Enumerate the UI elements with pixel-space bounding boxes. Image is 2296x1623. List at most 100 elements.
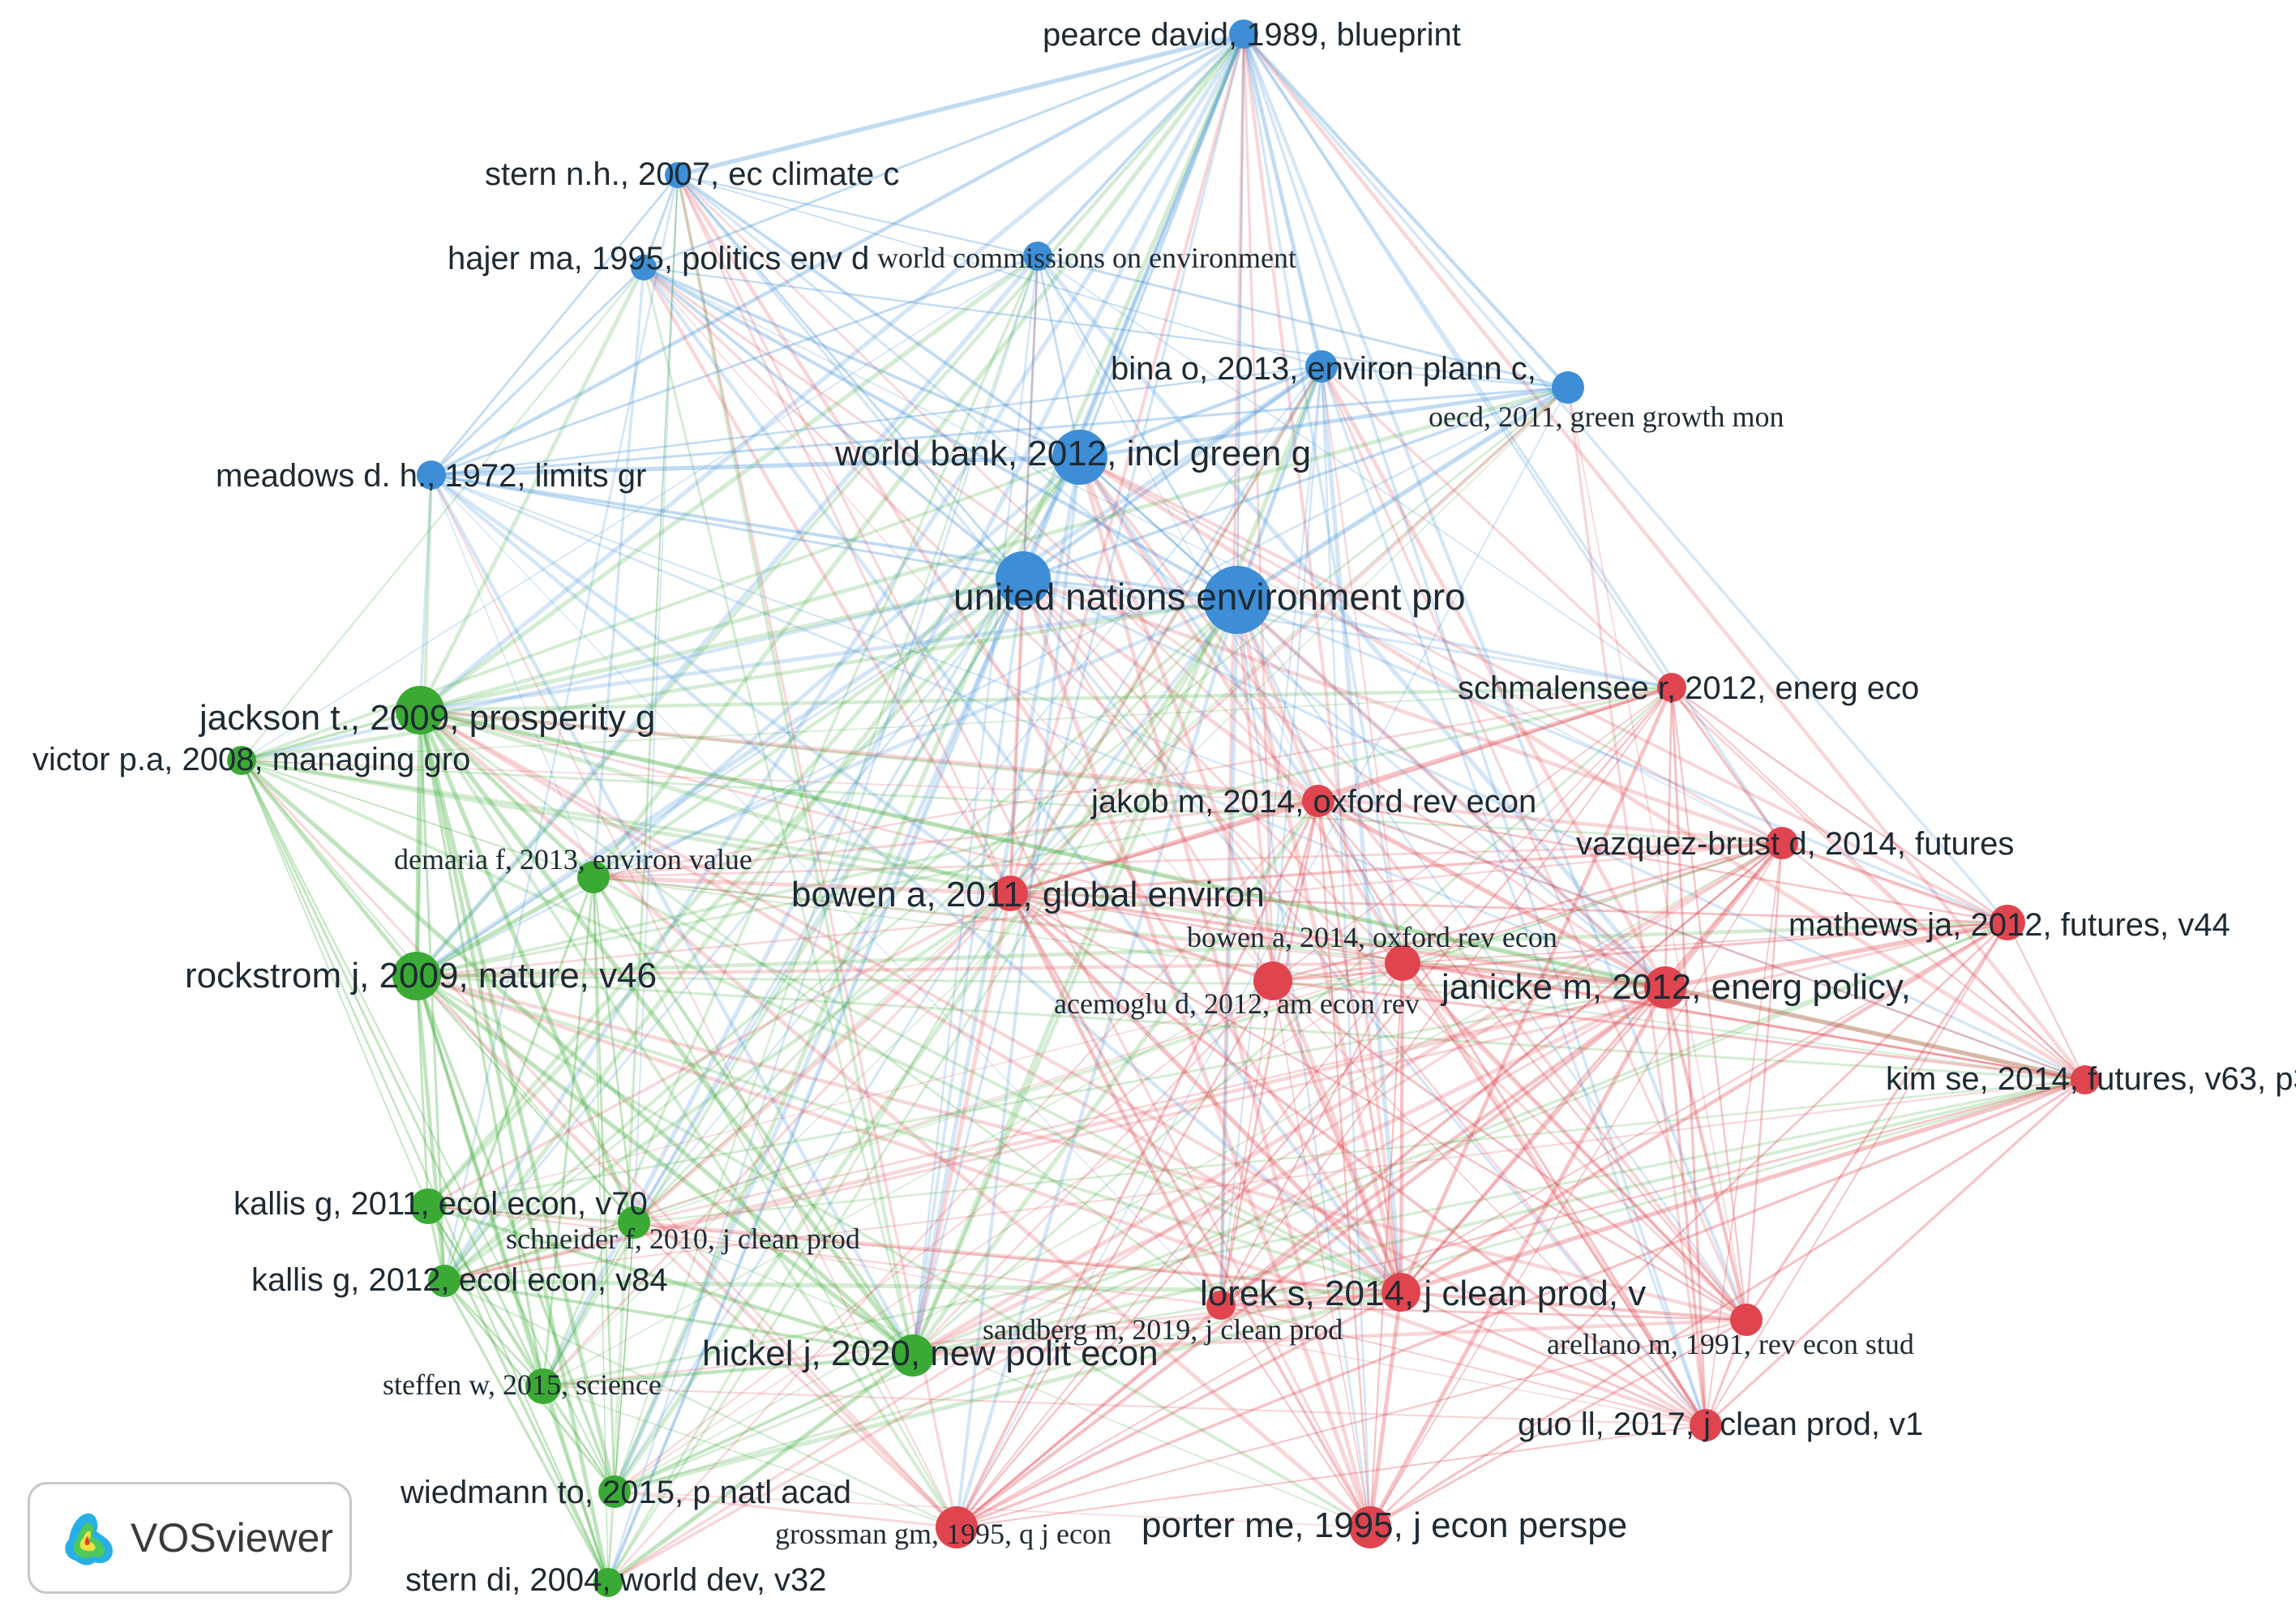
edge-worldbank-kim [1077,455,2088,1082]
node-unep_a[interactable] [996,551,1051,606]
edge-janicke-sandberg [1219,985,1668,1308]
edge-worldbank-guo [1077,455,1708,1428]
edge-unep_a-acemoglu [1022,577,1274,983]
node-rockstrom[interactable] [392,952,441,1000]
edge-victor-schmalensee [241,687,1673,761]
node-kallis12[interactable] [428,1265,460,1297]
node-schmalensee[interactable] [1657,673,1686,702]
node-label-meadows: meadows d. h., 1972, limits gr [216,458,646,494]
edge-bina-worldbank [1077,364,1324,460]
edge-hajer-arellano [642,266,1748,1321]
node-victor[interactable] [227,746,256,775]
node-janicke[interactable] [1644,966,1686,1008]
edge-mathews-grossman [956,922,2008,1528]
node-label-guo: guo ll, 2017, j clean prod, v1 [1518,1407,1923,1442]
node-meadows[interactable] [417,460,446,490]
node-porter[interactable] [1349,1506,1391,1548]
edge-meadows-unep_a [430,473,1025,580]
edge-pearce-vazquez [1242,32,1784,845]
node-guo[interactable] [1690,1409,1722,1441]
edge-unep-bowen14 [1236,598,1404,965]
edge-janicke-guo [1664,986,1707,1427]
edge-unep-acemoglu [1235,597,1275,983]
edge-hickel-stern_di [606,1353,915,1585]
edge-bowen14-grossman [956,962,1403,1528]
node-mathews[interactable] [1990,905,2025,940]
node-steffen[interactable] [525,1368,561,1404]
edge-wiedmann-porter [614,1491,1371,1528]
node-pearce[interactable] [1229,19,1258,49]
node-stern_di[interactable] [593,1568,623,1597]
node-acemoglu[interactable] [1253,961,1292,1000]
node-label-pearce: pearce david, 1989, blueprint [1043,17,1461,53]
node-kim[interactable] [2071,1065,2100,1094]
node-label-janicke: janicke m, 2012, energ policy, [1440,967,1911,1007]
edge-bowen14-lorek [1399,961,1405,1295]
edge-unep_a-jakob [1021,576,1321,803]
edge-acemoglu-lorek [1270,979,1403,1295]
edge-hajer-hickel [642,266,915,1357]
edge-wced-stern_di [606,255,1039,1584]
edge-bowen14-arellano [1401,961,1748,1321]
edge-hajer-unep [641,265,1240,602]
edge-bowen14-acemoglu [1271,961,1404,983]
edge-bina-bowen14 [1320,365,1404,965]
edge-hickel-schmalensee [911,686,1673,1357]
edge-vazquez-janicke [1663,841,1784,990]
edge-hickel-steffen [541,1353,915,1389]
edge-wced-meadows [430,255,1039,477]
edge-victor-stern_di [240,759,610,1584]
node-sandberg[interactable] [1206,1291,1236,1320]
edge-bina-janicke [1319,364,1668,990]
node-vazquez[interactable] [1766,827,1798,859]
edge-vazquez-porter [1369,842,1783,1528]
edge-pearce-demaria [591,32,1246,880]
edge-hickel-lorek [910,1290,1403,1358]
edge-unep-sandberg [1219,597,1240,1308]
node-stern_nh[interactable] [665,162,691,188]
edge-unep-arellano [1236,598,1748,1321]
edge-stern_nh-schneider [633,174,679,1223]
edge-unep_a-schmalensee [1022,577,1673,689]
edge-jakob-acemoglu [1271,799,1320,983]
edge-hajer-lorek [641,265,1403,1295]
edge-pearce-lorek [1241,32,1403,1295]
node-grossman[interactable] [936,1506,978,1548]
node-oecd[interactable] [1552,371,1584,404]
node-wced[interactable] [1023,242,1052,271]
edge-wiedmann-acemoglu [613,979,1274,1493]
edge-vazquez-sandberg [1219,841,1784,1307]
edge-unep_a-bowen11 [1008,576,1026,896]
node-schneider[interactable] [618,1206,650,1239]
edge-hajer-jackson [418,265,646,713]
edge-demaria-jakob [592,799,1320,879]
node-unep[interactable] [1203,566,1271,634]
node-bowen14[interactable] [1385,945,1420,981]
node-hickel[interactable] [892,1334,934,1377]
edge-jackson-lorek [418,708,1403,1295]
edge-bowen14-sandberg [1219,961,1404,1307]
node-bowen11[interactable] [992,876,1028,911]
edge-unep-lorek [1235,597,1403,1295]
edge-meadows-kim [430,473,2087,1081]
edge-schmalensee-janicke [1664,686,1673,989]
node-wiedmann[interactable] [598,1475,631,1508]
edge-rockstrom-steffen [414,974,546,1389]
node-demaria[interactable] [577,861,610,893]
node-jackson[interactable] [396,686,444,734]
node-kallis11[interactable] [410,1188,446,1224]
node-hajer[interactable] [631,255,657,280]
edge-steffen-kim [542,1078,2087,1388]
edge-lorek-sandberg [1219,1291,1403,1307]
edge-unep_a-mathews [1021,576,2010,925]
edge-arellano-guo [1704,1318,1748,1427]
node-worldbank[interactable] [1052,430,1107,485]
edge-stern_nh-guo [676,173,1707,1427]
edge-bina-lorek [1319,364,1403,1295]
node-arellano[interactable] [1730,1304,1763,1336]
edge-rockstrom-wiedmann [415,974,616,1493]
node-jakob[interactable] [1302,785,1334,817]
node-lorek[interactable] [1381,1273,1420,1312]
node-bina[interactable] [1305,350,1338,383]
edge-unep_a-kallis11 [426,576,1026,1209]
